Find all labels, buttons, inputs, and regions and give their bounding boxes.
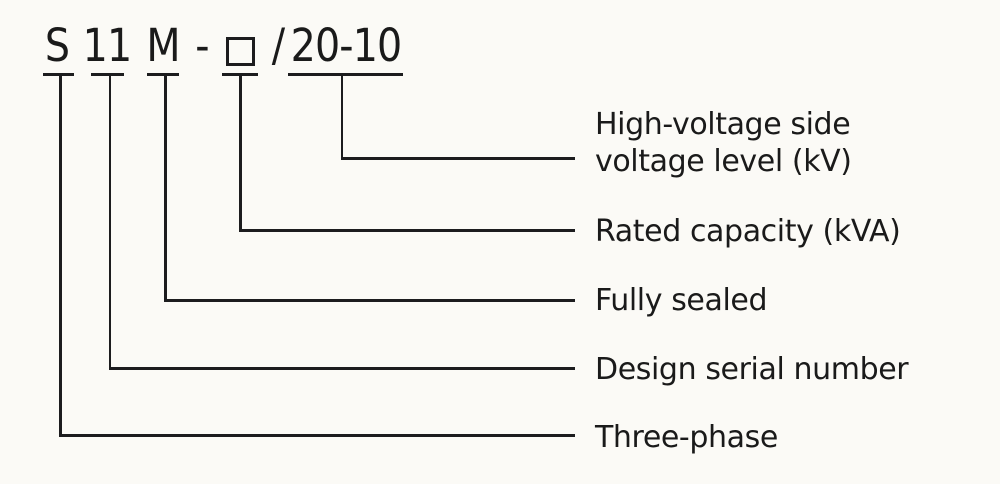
- connector-vertical-fully-sealed: [164, 75, 167, 301]
- label-design-serial: Design serial number: [595, 352, 909, 387]
- underline-voltage: [288, 73, 403, 76]
- label-high-voltage-level: High-voltage side voltage level (kV): [595, 107, 852, 179]
- code-slash: /: [271, 19, 285, 72]
- code-dash: -: [195, 19, 209, 72]
- connector-horizontal-rated-capacity: [239, 229, 575, 232]
- connector-vertical-three-phase: [59, 75, 62, 436]
- capacity-placeholder-box-icon: [226, 37, 255, 66]
- underline-sealed: [147, 73, 179, 76]
- connector-vertical-high-voltage: [340, 75, 343, 159]
- label-fully-sealed: Fully sealed: [595, 283, 768, 318]
- underline-serial: [91, 73, 124, 76]
- label-three-phase: Three-phase: [595, 420, 778, 455]
- connector-horizontal-fully-sealed: [164, 299, 575, 302]
- code-phase-symbol: S: [44, 19, 70, 72]
- underline-phase: [43, 73, 74, 76]
- code-serial-number: 11: [82, 19, 133, 72]
- underline-capacity: [222, 73, 258, 76]
- connector-vertical-design-serial: [108, 75, 111, 369]
- connector-horizontal-high-voltage: [340, 157, 575, 160]
- connector-vertical-rated-capacity: [239, 75, 242, 231]
- label-rated-capacity: Rated capacity (kVA): [595, 214, 901, 249]
- code-sealed-symbol: M: [146, 19, 180, 72]
- connector-horizontal-three-phase: [59, 434, 575, 437]
- code-voltage-level: 20-10: [290, 19, 403, 72]
- connector-horizontal-design-serial: [108, 367, 575, 370]
